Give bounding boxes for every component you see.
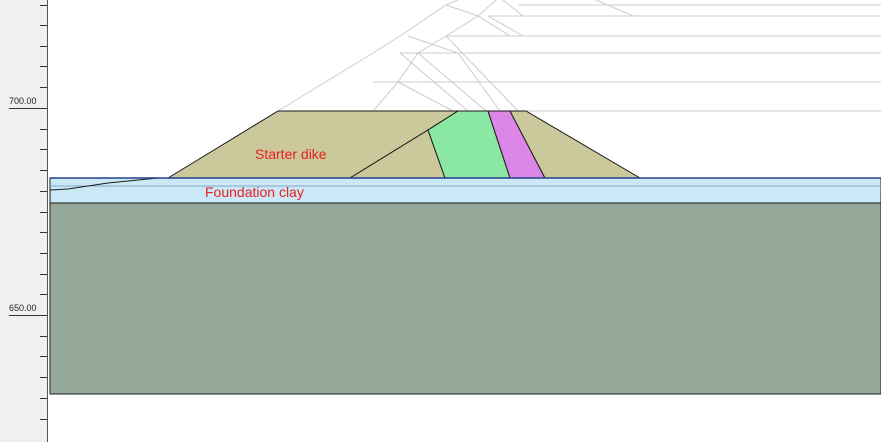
- ruler-tick: [40, 356, 47, 357]
- ruler-tick: [40, 377, 47, 378]
- foundation-clay-label: Foundation clay: [205, 184, 304, 200]
- construction-line: [487, 15, 524, 37]
- ruler-tick: [40, 170, 47, 171]
- ruler-tick: [40, 274, 47, 275]
- ruler-tick: [40, 419, 47, 420]
- ruler-tick: [40, 25, 47, 26]
- construction-line: [397, 81, 454, 112]
- phreatic-line: [49, 177, 159, 191]
- ruler-tick: [40, 212, 47, 213]
- ruler-tick: [40, 232, 47, 233]
- ruler-major-tick: [9, 315, 47, 316]
- ruler-tick: [40, 66, 47, 67]
- ruler-label-650: 650.00: [9, 303, 37, 313]
- ruler-tick: [40, 253, 47, 254]
- construction-line: [445, 4, 511, 37]
- construction-line: [502, 0, 524, 17]
- ruler-tick: [40, 87, 47, 88]
- ruler-tick: [40, 5, 47, 6]
- construction-line: [595, 0, 634, 17]
- ruler-tick: [40, 336, 47, 337]
- bedrock-region[interactable]: [49, 202, 881, 395]
- construction-lines: [277, 0, 881, 112]
- ruler-tick: [40, 149, 47, 150]
- model-canvas[interactable]: Starter dike Foundation clay: [48, 0, 881, 442]
- foundation-clay-region[interactable]: [49, 177, 881, 204]
- construction-line: [445, 35, 519, 112]
- ruler-major-tick: [9, 108, 47, 109]
- ruler-label-700: 700.00: [9, 96, 37, 106]
- construction-line: [372, 0, 497, 112]
- ruler-tick: [40, 398, 47, 399]
- construction-line: [407, 35, 501, 112]
- ruler-tick: [40, 129, 47, 130]
- ruler-tick: [40, 46, 47, 47]
- starter-dike-label: Starter dike: [255, 146, 327, 162]
- vertical-elevation-ruler: 700.00 650.00: [0, 0, 48, 442]
- ruler-tick: [40, 294, 47, 295]
- construction-line: [277, 0, 459, 112]
- ruler-tick: [40, 191, 47, 192]
